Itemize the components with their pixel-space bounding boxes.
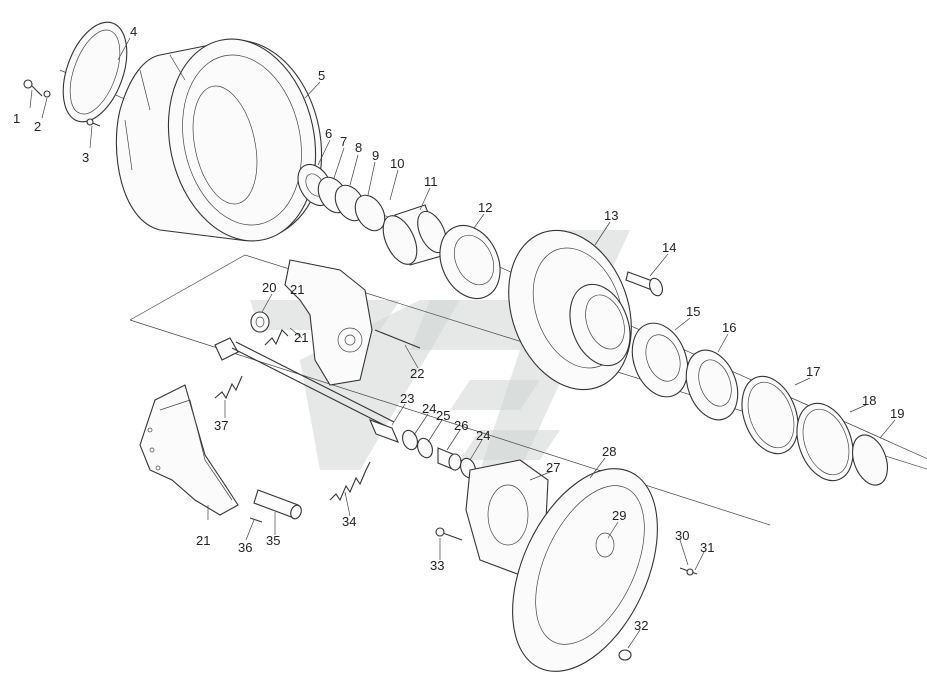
seal-ring: [354, 194, 386, 232]
callout-18: 18: [862, 393, 876, 408]
callout-32: 32: [634, 618, 648, 633]
bushing: [250, 311, 270, 333]
dust-shield: [512, 468, 658, 672]
callout-33: 33: [430, 558, 444, 573]
callout-leaders: [29, 37, 896, 649]
callout-12: 12: [478, 200, 492, 215]
callout-3: 3: [82, 150, 89, 165]
callout-36: 36: [238, 540, 252, 555]
dust-ring-18: [796, 402, 854, 482]
callout-21c: 21: [196, 533, 210, 548]
callout-8: 8: [355, 140, 362, 155]
callout-21b: 21: [294, 330, 308, 345]
brake-shoe: [139, 384, 239, 516]
inner-bearing: [631, 322, 689, 398]
callout-25: 25: [436, 408, 450, 423]
callout-37: 37: [214, 418, 228, 433]
callout-19: 19: [890, 406, 904, 421]
callout-23: 23: [400, 391, 414, 406]
callout-17: 17: [806, 364, 820, 379]
washer-25: [417, 437, 433, 459]
callout-29: 29: [612, 508, 626, 523]
callout-28: 28: [602, 444, 616, 459]
anchor-pin-35: [253, 489, 302, 520]
callout-5: 5: [318, 68, 325, 83]
snap-ring: [851, 434, 889, 486]
oil-seal: [685, 349, 739, 421]
washer-2: [43, 90, 51, 98]
return-spring-34: [329, 461, 371, 502]
adjuster-spring: [368, 419, 400, 443]
callout-26: 26: [454, 418, 468, 433]
callout-13: 13: [604, 208, 618, 223]
bolt-33: [435, 527, 463, 541]
callout-31: 31: [700, 540, 714, 555]
callout-4: 4: [130, 24, 137, 39]
callout-27: 27: [546, 460, 560, 475]
callout-24b: 24: [476, 428, 490, 443]
callout-22: 22: [410, 366, 424, 381]
callout-6: 6: [325, 126, 332, 141]
gasket-ring: [62, 21, 128, 123]
callout-9: 9: [372, 148, 379, 163]
brake-drum: [115, 38, 322, 242]
callout-24a: 24: [422, 401, 436, 416]
callout-34: 34: [342, 514, 356, 529]
washer-24a: [402, 429, 418, 451]
return-spring-37: [214, 329, 289, 400]
callout-1: 1: [13, 111, 20, 126]
callout-14: 14: [662, 240, 676, 255]
outer-bearing: [439, 225, 501, 299]
bushing-26: [437, 447, 462, 471]
brake-bracket: [284, 259, 373, 386]
callout-16: 16: [722, 320, 736, 335]
callout-11: 11: [424, 174, 438, 189]
wheel-hub: [508, 229, 632, 391]
callout-10: 10: [390, 156, 404, 171]
bolt-3: [86, 118, 101, 127]
plug-32: [618, 649, 632, 661]
clevis-pin: [374, 329, 421, 349]
dust-ring-17: [741, 375, 799, 455]
callout-21a: 21: [290, 282, 304, 297]
pin-36: [249, 517, 263, 523]
callout-30: 30: [675, 528, 689, 543]
camshaft: [214, 337, 395, 429]
bolt-1: [23, 79, 43, 97]
callout-2: 2: [34, 119, 41, 134]
screw-31: [679, 567, 698, 576]
callout-15: 15: [686, 304, 700, 319]
callout-20: 20: [262, 280, 276, 295]
callout-7: 7: [340, 134, 347, 149]
callout-labels: 1 2 3 4 5 6 7 8 9 10 11 12 13 14 15 16 1…: [13, 24, 904, 633]
callout-35: 35: [266, 533, 280, 548]
wheel-stud: [625, 271, 663, 297]
bearing-sleeve: [382, 204, 447, 266]
